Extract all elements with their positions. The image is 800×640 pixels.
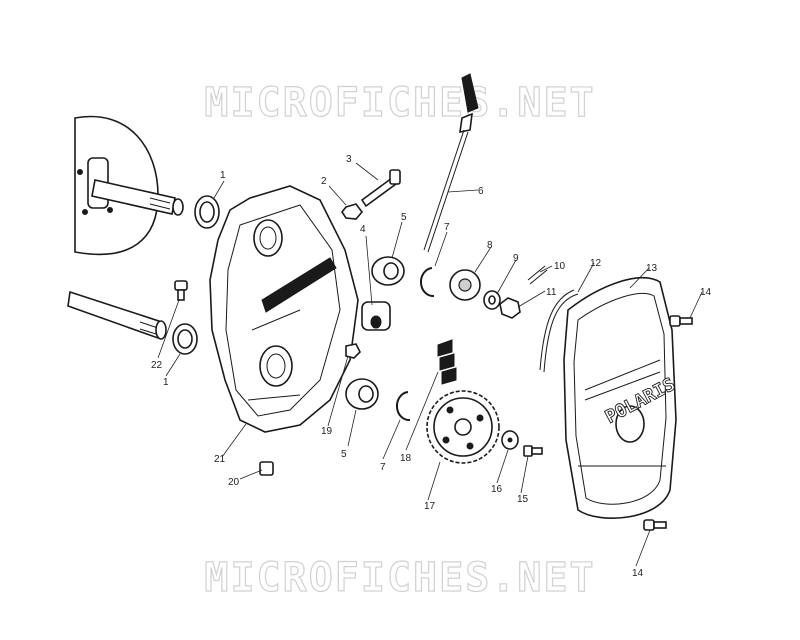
callout-1-upper: 1: [220, 170, 226, 181]
bolt-15: [523, 445, 543, 457]
gasket: [539, 289, 579, 373]
callout-12: 12: [590, 258, 602, 269]
upper-shaft: [91, 179, 184, 216]
callout-14-upper: 14: [700, 287, 712, 298]
cotter-pin: [527, 265, 548, 285]
callout-3: 3: [346, 154, 352, 165]
callout-19: 19: [321, 426, 333, 437]
chaincase-housing: [209, 185, 359, 433]
leader-lines: [157, 162, 703, 567]
bolt-22: [174, 280, 188, 301]
watermark-bottom: MICROFICHES.NET: [204, 554, 596, 601]
large-sprocket: [426, 390, 500, 464]
callout-21: 21: [214, 454, 226, 465]
callout-5-upper: 5: [401, 212, 407, 223]
bearing-5-lower: [345, 378, 379, 410]
callout-13: 13: [646, 263, 658, 274]
callout-1-lower: 1: [163, 377, 169, 388]
seal-lower: [172, 323, 198, 355]
callout-20: 20: [228, 477, 240, 488]
chain-tensioner: [361, 301, 391, 331]
washer-16: [501, 430, 519, 450]
callout-8: 8: [487, 240, 493, 251]
bearing-19: [345, 343, 361, 359]
callout-14-lower: 14: [632, 568, 644, 579]
plug-20: [259, 461, 274, 476]
callout-6: 6: [478, 186, 484, 197]
bearing-5-upper: [371, 256, 405, 286]
callout-labels: 1 2 3 4 5 6 7 8 9 10 11 12 13 14 22 1 19…: [151, 154, 712, 579]
callout-22: 22: [151, 360, 163, 371]
cover-bolt-lower: [643, 519, 667, 531]
lower-shaft: [67, 290, 167, 340]
callout-7-upper: 7: [444, 222, 450, 233]
nut-2: [341, 203, 364, 220]
callout-16: 16: [491, 484, 503, 495]
callout-7-lower: 7: [380, 462, 386, 473]
callout-17: 17: [424, 501, 436, 512]
cover-bolt-upper: [669, 315, 693, 327]
watermark-top: MICROFICHES.NET: [204, 79, 596, 126]
castle-nut: [499, 297, 521, 319]
snap-ring-7-lower: [395, 391, 411, 422]
callout-4: 4: [360, 224, 366, 235]
washer-9: [483, 290, 501, 310]
chaincase-cover: POLARIS: [563, 277, 679, 519]
snap-ring-7-upper: [419, 267, 435, 298]
callout-11: 11: [546, 287, 557, 298]
dipstick: [423, 73, 479, 253]
seal-upper: [194, 195, 220, 229]
callout-10: 10: [554, 261, 566, 272]
callout-2: 2: [321, 176, 327, 187]
bolt-3: [360, 169, 401, 208]
callout-15: 15: [517, 494, 529, 505]
drive-chain: [437, 339, 457, 385]
callout-9: 9: [513, 253, 519, 264]
callout-18: 18: [400, 453, 412, 464]
small-sprocket: [449, 269, 481, 301]
callout-5-lower: 5: [341, 449, 347, 460]
